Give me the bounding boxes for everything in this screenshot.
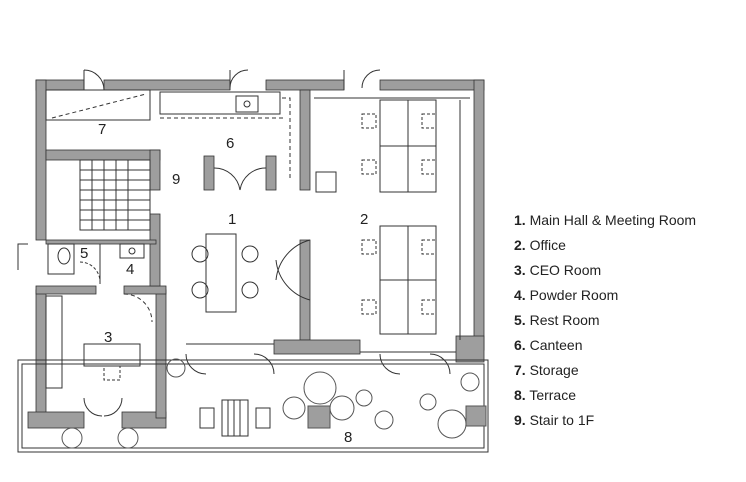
exterior-walls <box>27 79 485 429</box>
legend-item-storage: 7. Storage <box>514 362 579 378</box>
room-number-4: 4 <box>126 261 134 278</box>
legend-item-ceo-room: 3. CEO Room <box>514 262 602 278</box>
legend-item-terrace: 8. Terrace <box>514 387 577 403</box>
legend-item-canteen: 6. Canteen <box>514 337 583 353</box>
ceo-desk <box>45 295 141 389</box>
meeting-table <box>191 233 259 313</box>
stair <box>79 159 151 231</box>
legend-item-office: 2. Office <box>514 237 566 253</box>
restroom-fixtures <box>47 243 145 284</box>
legend-item-rest-room: 5. Rest Room <box>514 312 600 328</box>
room-number-7: 7 <box>98 121 106 138</box>
room-number-3: 3 <box>104 329 112 346</box>
room-number-8: 8 <box>344 429 352 446</box>
room-number-5: 5 <box>80 245 88 262</box>
terrace-rail <box>17 359 489 453</box>
room-labels: 1 2 3 4 5 6 7 8 9 <box>80 121 368 446</box>
legend-item-main-hall: 1. Main Hall & Meeting Room <box>514 212 697 228</box>
room-number-6: 6 <box>226 135 234 152</box>
storage-shelf <box>45 89 151 121</box>
office-desks <box>314 97 470 340</box>
floor-plan: 1 2 3 4 5 6 7 8 9 <box>17 69 489 453</box>
legend-item-powder-room: 4. Powder Room <box>514 287 619 303</box>
room-number-9: 9 <box>172 171 180 188</box>
doors <box>17 69 456 417</box>
room-number-1: 1 <box>228 211 236 228</box>
terrace-table <box>199 399 271 437</box>
terrace-trees <box>61 358 487 449</box>
room-number-2: 2 <box>360 211 368 228</box>
canteen-counter <box>159 91 291 178</box>
room-legend: 1. Main Hall & Meeting Room 2. Office 3.… <box>514 208 696 433</box>
legend-item-stair: 9. Stair to 1F <box>514 412 595 428</box>
